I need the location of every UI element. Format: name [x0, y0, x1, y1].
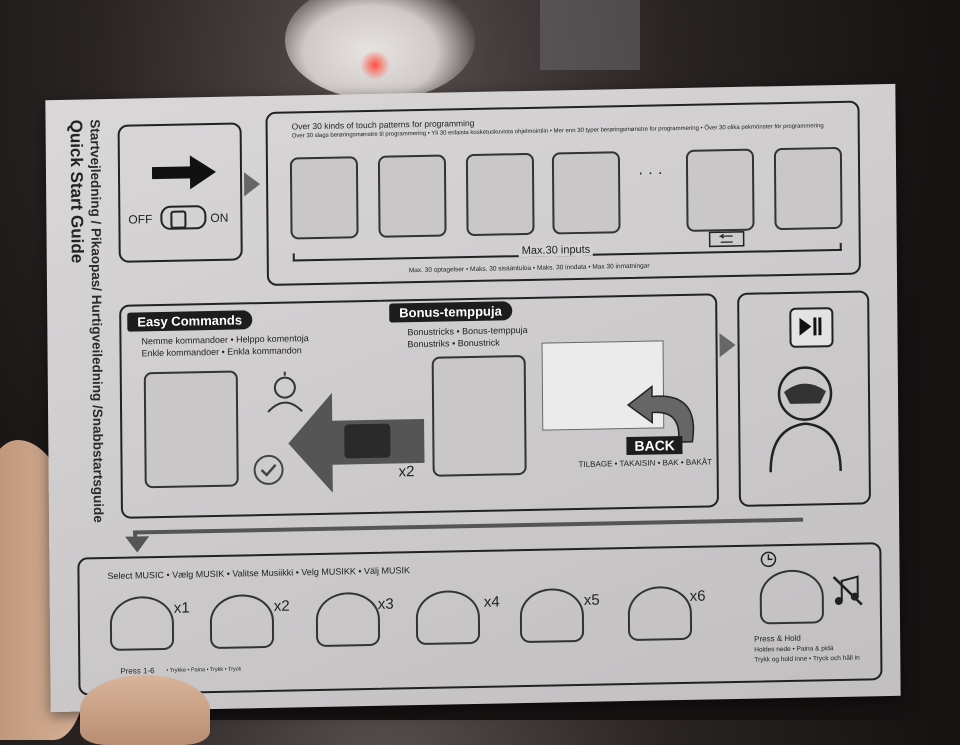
background-red-light: [360, 50, 390, 80]
music-count-3: x3: [377, 595, 394, 613]
pattern-pad-6: [773, 146, 843, 231]
music-box: Select MUSIC • Vælg MUSIK • Valitse Musi…: [77, 542, 883, 696]
checkmark-icon: [253, 454, 284, 485]
commands-box: Easy Commands Nemme kommandoer • Helppo …: [119, 293, 719, 519]
music-press-translations: • Trykke • Paina • Trykk • Tryck: [166, 666, 242, 674]
play-pause-box: [737, 290, 871, 507]
guide-sidebar: Quick Start Guide Startvejledning / Pika…: [66, 119, 110, 560]
power-off-label: OFF: [128, 212, 153, 227]
music-count-5: x5: [583, 591, 600, 609]
background-shelf: [540, 0, 640, 70]
music-robot-4: [415, 589, 481, 646]
power-switch-knob: [170, 210, 187, 229]
programming-box: Over 30 kinds of touch patterns for prog…: [265, 100, 861, 286]
easy-commands-line1: Nemme kommandoer • Helppo komentoja: [141, 333, 309, 347]
robot-head-icon: [769, 366, 842, 473]
music-hold-line3: Trykk og hold inne • Tryck och håll in: [754, 654, 860, 664]
section-arrow-1: [244, 172, 261, 197]
power-on-label: ON: [210, 210, 229, 226]
music-count-4: x4: [483, 593, 500, 611]
guide-title: Quick Start Guide: [66, 119, 87, 264]
pattern-pad-1: [289, 156, 359, 240]
music-hold-line2: Holdes nede • Paina & pidä: [754, 645, 834, 654]
bonus-trick-pad: [431, 354, 527, 477]
music-count-2: x2: [273, 597, 290, 615]
music-connector-arrow: [125, 536, 150, 553]
back-arrow-icon: [626, 385, 695, 443]
music-robot-6: [627, 585, 693, 642]
back-translations: TILBAGE • TAKAISIN • BAK • BAKÅT: [578, 457, 713, 469]
arrow-right-icon: [151, 155, 216, 190]
programming-ellipsis: · · ·: [637, 164, 664, 182]
music-hold-label: Press & Hold: [754, 633, 801, 644]
power-switch: [160, 205, 207, 230]
music-select-label: Select MUSIC • Vælg MUSIK • Valitse Musi…: [107, 565, 411, 582]
back-label: BACK: [626, 435, 683, 456]
music-robot-1: [109, 595, 175, 651]
power-box: OFF ON: [117, 122, 243, 263]
bonus-tricks-line1: Bonustricks • Bonus-temppuja: [407, 324, 528, 338]
music-robot-2: [209, 593, 275, 650]
bonus-tricks-line2: Bonustriks • Bonustrick: [407, 337, 500, 350]
max-inputs-label: Max.30 inputs: [518, 243, 594, 258]
quick-start-card: Quick Start Guide Startvejledning / Pika…: [45, 83, 901, 713]
clock-icon: [760, 551, 777, 568]
pattern-pad-4: [551, 151, 621, 235]
holding-thumb: [80, 675, 210, 745]
play-pause-icon: [799, 317, 822, 336]
bonus-tricks-title: Bonus-temppuja: [389, 301, 512, 323]
loop-icon: [708, 231, 745, 248]
pattern-pad-3: [465, 152, 535, 237]
tap-button-grid: [344, 423, 391, 459]
easy-command-pad: [143, 370, 239, 489]
music-count-6: x6: [689, 587, 706, 605]
robot-mini-icon: [267, 371, 303, 413]
music-robot-5: [519, 587, 585, 644]
section-arrow-2: [719, 332, 736, 358]
music-off-icon: [832, 575, 863, 606]
easy-commands-times: x2: [398, 463, 415, 481]
max-inputs-translations: Max. 30 optagelser • Maks. 30 sisääntulo…: [408, 262, 650, 275]
pattern-pad-5: [685, 148, 755, 232]
programming-heading: Over 30 kinds of touch patterns for prog…: [291, 117, 475, 132]
music-hold-robot: [759, 569, 825, 625]
guide-subtitle: Startvejledning / Pikaopas/ Hurtigveiled…: [87, 119, 107, 523]
easy-commands-line2: Enkle kommandoer • Enkla kommandon: [141, 345, 302, 359]
easy-commands-title: Easy Commands: [127, 310, 253, 332]
music-connector-line: [133, 517, 804, 543]
play-pause-bubble: [789, 307, 834, 348]
pattern-pad-2: [377, 154, 447, 238]
music-robot-3: [315, 591, 381, 648]
music-count-1: x1: [173, 599, 190, 617]
